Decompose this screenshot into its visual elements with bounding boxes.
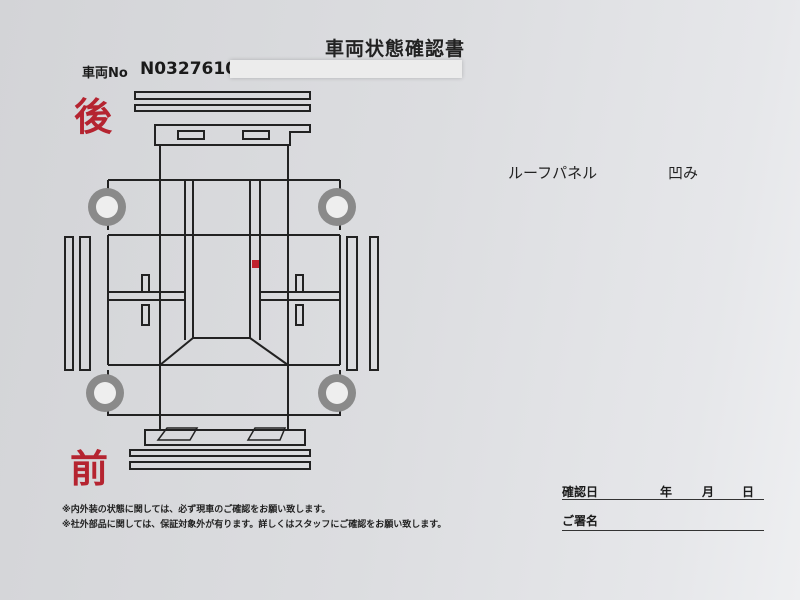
left-side-sill (64, 236, 74, 371)
damage-type: 凹み (668, 164, 699, 182)
signature-label: ご署名 (562, 514, 599, 528)
roof-panel (192, 179, 251, 339)
document-title: 車両状態確認書 (325, 38, 466, 60)
redaction-strip (230, 60, 462, 78)
month-label: 月 (702, 485, 715, 499)
vehicle-number-label: 車両No (82, 66, 128, 81)
vehicle-number: N0327610 (140, 59, 238, 79)
year-label: 年 (660, 485, 673, 499)
rear-light (242, 130, 270, 140)
right-side-sill (369, 236, 379, 371)
front-bumper-bar (129, 449, 311, 457)
rear-fender (107, 179, 341, 230)
note-aftermarket-parts: ※社外部品に関しては、保証対象外が有ります。詳しくはスタッフにご確認をお願い致し… (62, 520, 447, 530)
signature-field[interactable]: ご署名 (562, 512, 764, 531)
rear-hatch (154, 124, 311, 146)
body-outline (159, 145, 289, 431)
note-interior-exterior: ※内外装の状態に関しては、必ず現車のご確認をお願い致します。 (62, 505, 331, 515)
confirm-date-field[interactable]: 確認日 年 月 日 (562, 482, 764, 500)
left-side-sill (79, 236, 91, 371)
right-side-sill (346, 236, 358, 371)
rear-label: 後 (74, 94, 113, 139)
front-label: 前 (70, 446, 109, 491)
rear-light (177, 130, 205, 140)
rear-bumper-bar (134, 91, 311, 100)
damage-marker (252, 260, 259, 268)
confirm-date-label: 確認日 (562, 485, 599, 499)
damage-part: ルーフパネル (508, 164, 598, 182)
wheel-icons (86, 188, 356, 412)
day-label: 日 (742, 485, 755, 499)
front-bumper-bar (129, 461, 311, 470)
rear-bumper-bar (134, 104, 311, 112)
